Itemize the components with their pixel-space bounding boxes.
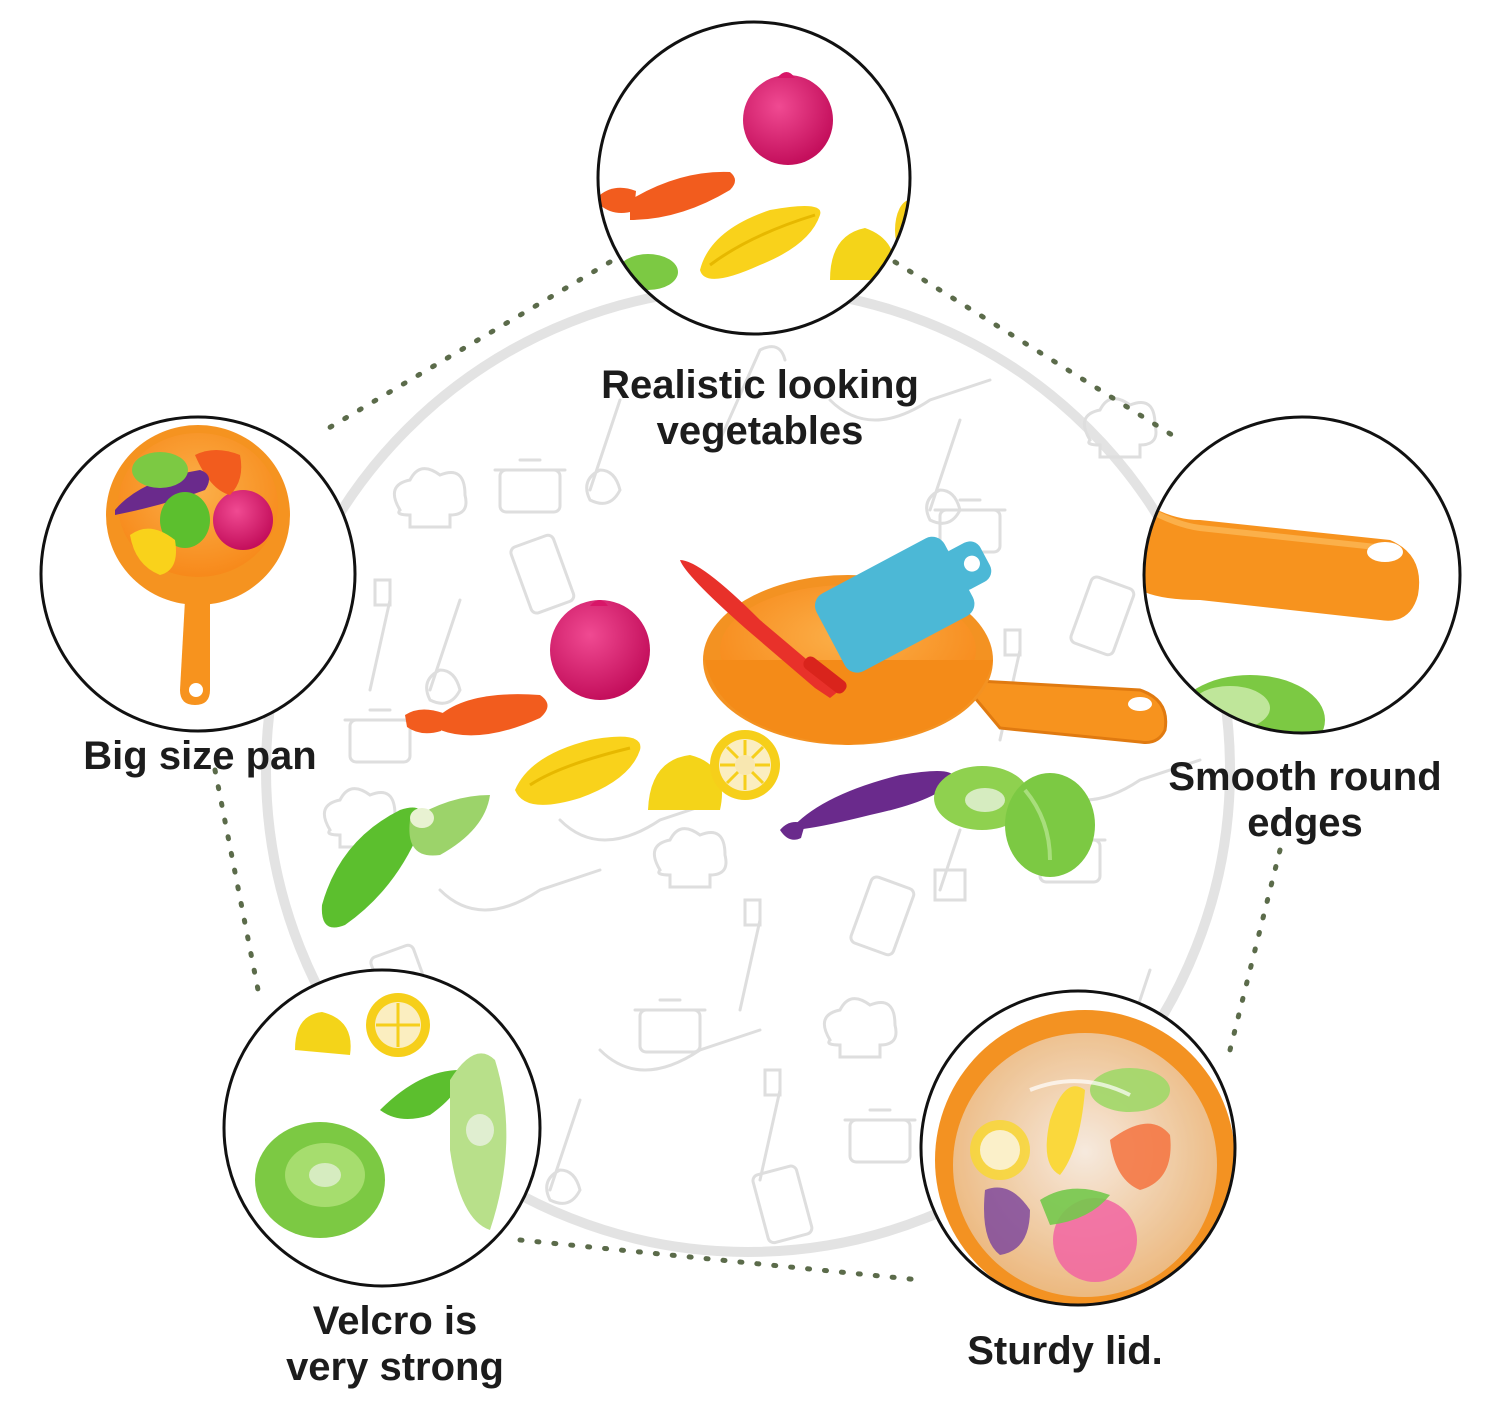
caption-smooth-round-edges: Smooth round edges: [1140, 754, 1470, 846]
caption-left-line1: Big size pan: [83, 734, 317, 778]
caption-right-line2: edges: [1247, 801, 1363, 845]
caption-sturdy-lid: Sturdy lid.: [920, 1328, 1210, 1374]
caption-realistic-vegetables: Realistic looking vegetables: [540, 362, 980, 454]
caption-big-size-pan: Big size pan: [40, 733, 360, 779]
caption-bl-line2: very strong: [286, 1345, 504, 1389]
callout-left-artwork: [39, 415, 357, 733]
caption-right-line1: Smooth round: [1168, 755, 1442, 799]
caption-top-line2: vegetables: [656, 409, 864, 453]
callout-bottom-left-artwork: [222, 968, 542, 1288]
callout-top-artwork: [596, 20, 912, 336]
caption-top-line1: Realistic looking: [601, 363, 919, 407]
caption-bl-line1: Velcro is: [312, 1299, 478, 1343]
caption-br-line1: Sturdy lid.: [967, 1329, 1163, 1373]
callout-bottom-right-artwork: [919, 989, 1237, 1307]
toy-product-main: [321, 536, 1168, 928]
caption-velcro-strong: Velcro is very strong: [250, 1298, 540, 1390]
dotted-connector: [212, 259, 1283, 1283]
